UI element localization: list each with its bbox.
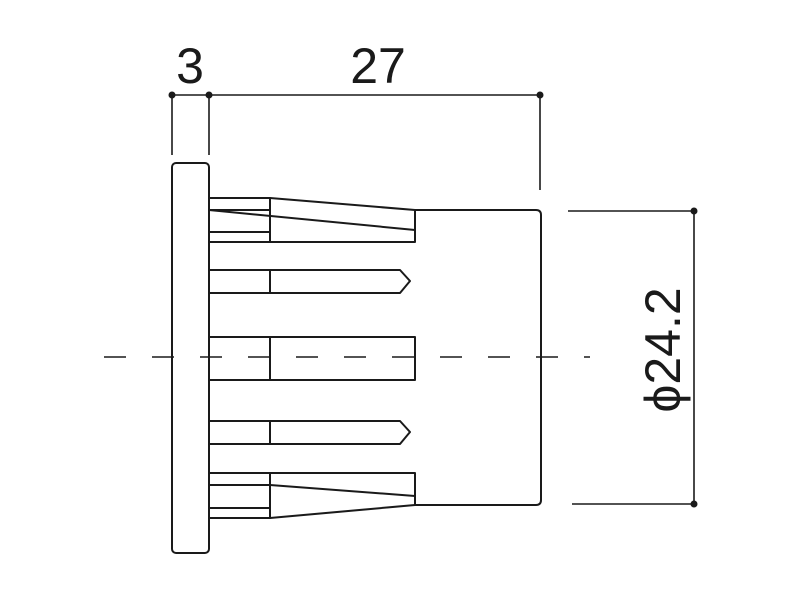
dimension-right bbox=[568, 207, 698, 508]
body-outline bbox=[414, 209, 542, 506]
dimension-top bbox=[168, 91, 544, 190]
flange-thickness-label: 3 bbox=[176, 38, 204, 94]
leg-bottom bbox=[208, 472, 416, 519]
leg-top bbox=[208, 197, 416, 243]
flange bbox=[171, 162, 210, 554]
leg-upper bbox=[208, 269, 411, 294]
leg-middle bbox=[208, 336, 416, 381]
leg-lower bbox=[208, 420, 411, 445]
diameter-label: ϕ24.2 bbox=[635, 287, 691, 412]
body-length-label: 27 bbox=[350, 38, 406, 94]
